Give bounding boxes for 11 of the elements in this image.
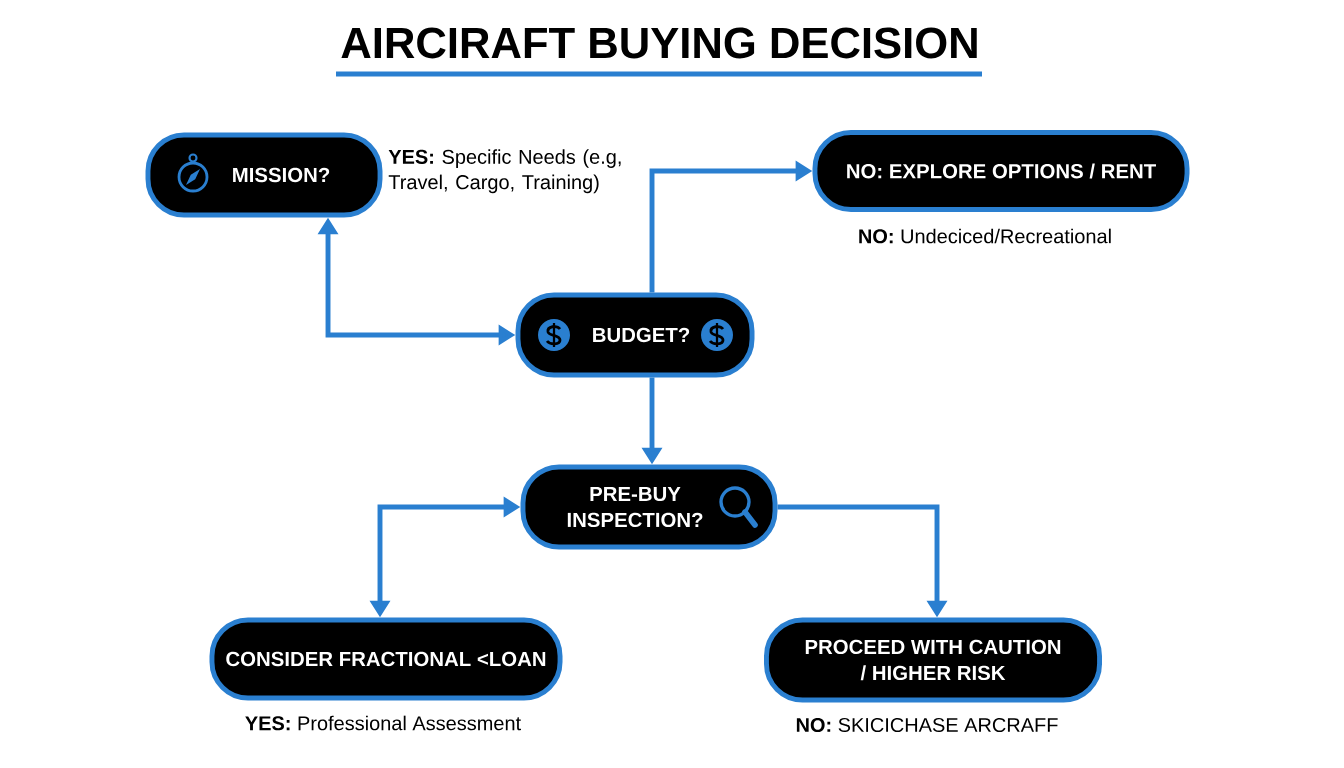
side-note: NO: SKICICHASE ARCRAFF xyxy=(796,717,1058,733)
decision-box: CONSIDER FRACTIONAL <LOAN xyxy=(209,617,563,701)
side-note: YES: Specific Needs (e.g, Travel, Cargo, Training) xyxy=(388,149,621,194)
decision-box: BUDGET? xyxy=(515,292,755,378)
title: AIRCIRAFT BUYING DECISION xyxy=(341,27,977,59)
decision-box: MISSION? xyxy=(145,132,383,218)
decision-box: NO: EXPLORE OPTIONS / RENT xyxy=(812,130,1190,212)
side-note: NO: Undeciced/Recreational xyxy=(859,228,1111,244)
side-note: YES: Professional Assessment xyxy=(245,715,521,731)
decision-box: PRE-BUY INSPECTION? xyxy=(520,464,778,550)
decision-box: PROCEED WITH CAUTION / HIGHER RISK xyxy=(764,617,1102,703)
